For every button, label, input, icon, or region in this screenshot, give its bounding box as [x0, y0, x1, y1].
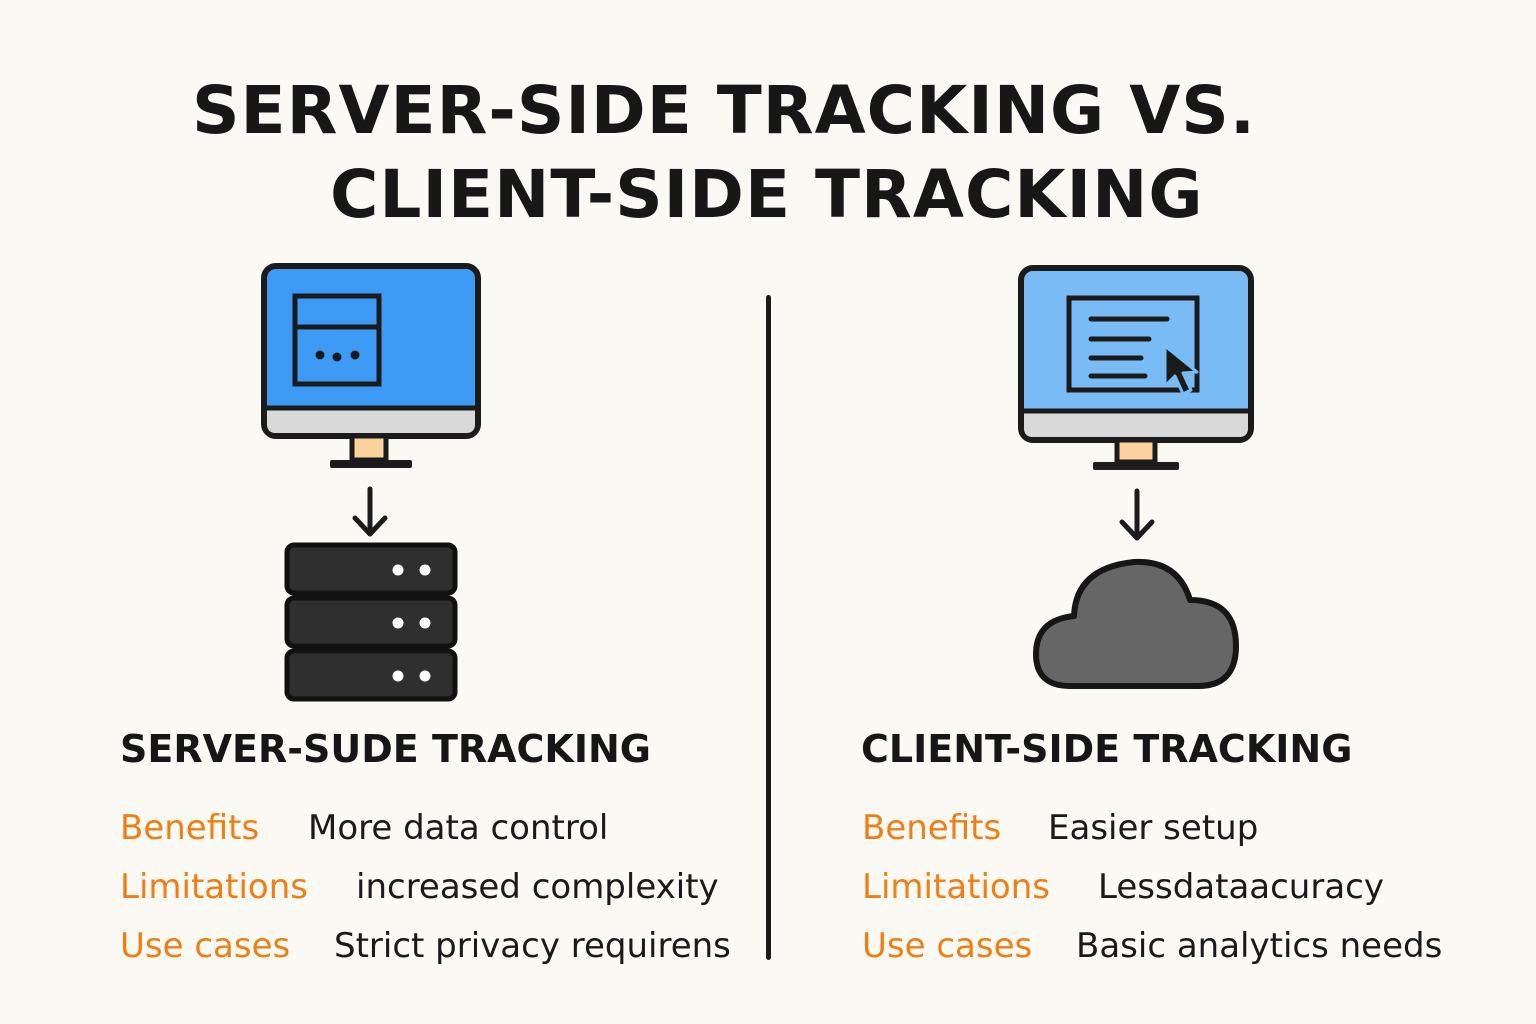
cloud-icon — [1033, 558, 1239, 689]
client-use-cases-value: Basic analytics needs — [1076, 926, 1443, 966]
client-limitations-label: Limitations — [862, 867, 1050, 907]
server-monitor-icon — [261, 263, 481, 468]
server-benefits-row: Benefits More data control — [120, 811, 760, 845]
page-title-line-1: SERVER-SIDE TRACKING VS. — [192, 72, 1256, 149]
server-limitations-label: Limitations — [120, 867, 308, 907]
client-limitations-row: Limitations Lessdataacuracy — [862, 870, 1502, 904]
server-benefits-label: Benefits — [120, 808, 260, 848]
server-use-cases-label: Use cases — [120, 926, 291, 966]
server-use-cases-row: Use cases Strict privacy requirens — [120, 929, 760, 963]
client-down-arrow-icon — [1119, 488, 1155, 541]
client-limitations-value: Lessdataacuracy — [1098, 867, 1384, 907]
page-title-line-2: CLIENT-SIDE TRACKING — [330, 156, 1204, 233]
server-use-cases-value: Strict privacy requirens — [334, 926, 731, 966]
server-down-arrow-icon — [352, 486, 388, 537]
server-rack-icon — [284, 542, 458, 702]
client-use-cases-row: Use cases Basic analytics needs — [862, 929, 1502, 963]
client-benefits-value: Easier setup — [1048, 808, 1259, 848]
client-monitor-icon — [1018, 265, 1254, 470]
client-benefits-row: Benefits Easier setup — [862, 811, 1502, 845]
server-limitations-row: Limitations increased complexity — [120, 870, 760, 904]
column-divider — [766, 295, 771, 960]
client-benefits-label: Benefits — [862, 808, 1002, 848]
server-side-heading: SERVER-SUDE TRACKING — [120, 727, 651, 771]
client-side-heading: CLIENT-SIDE TRACKING — [861, 727, 1353, 771]
client-use-cases-label: Use cases — [862, 926, 1033, 966]
server-benefits-value: More data control — [308, 808, 609, 848]
server-limitations-value: increased complexity — [356, 867, 719, 907]
